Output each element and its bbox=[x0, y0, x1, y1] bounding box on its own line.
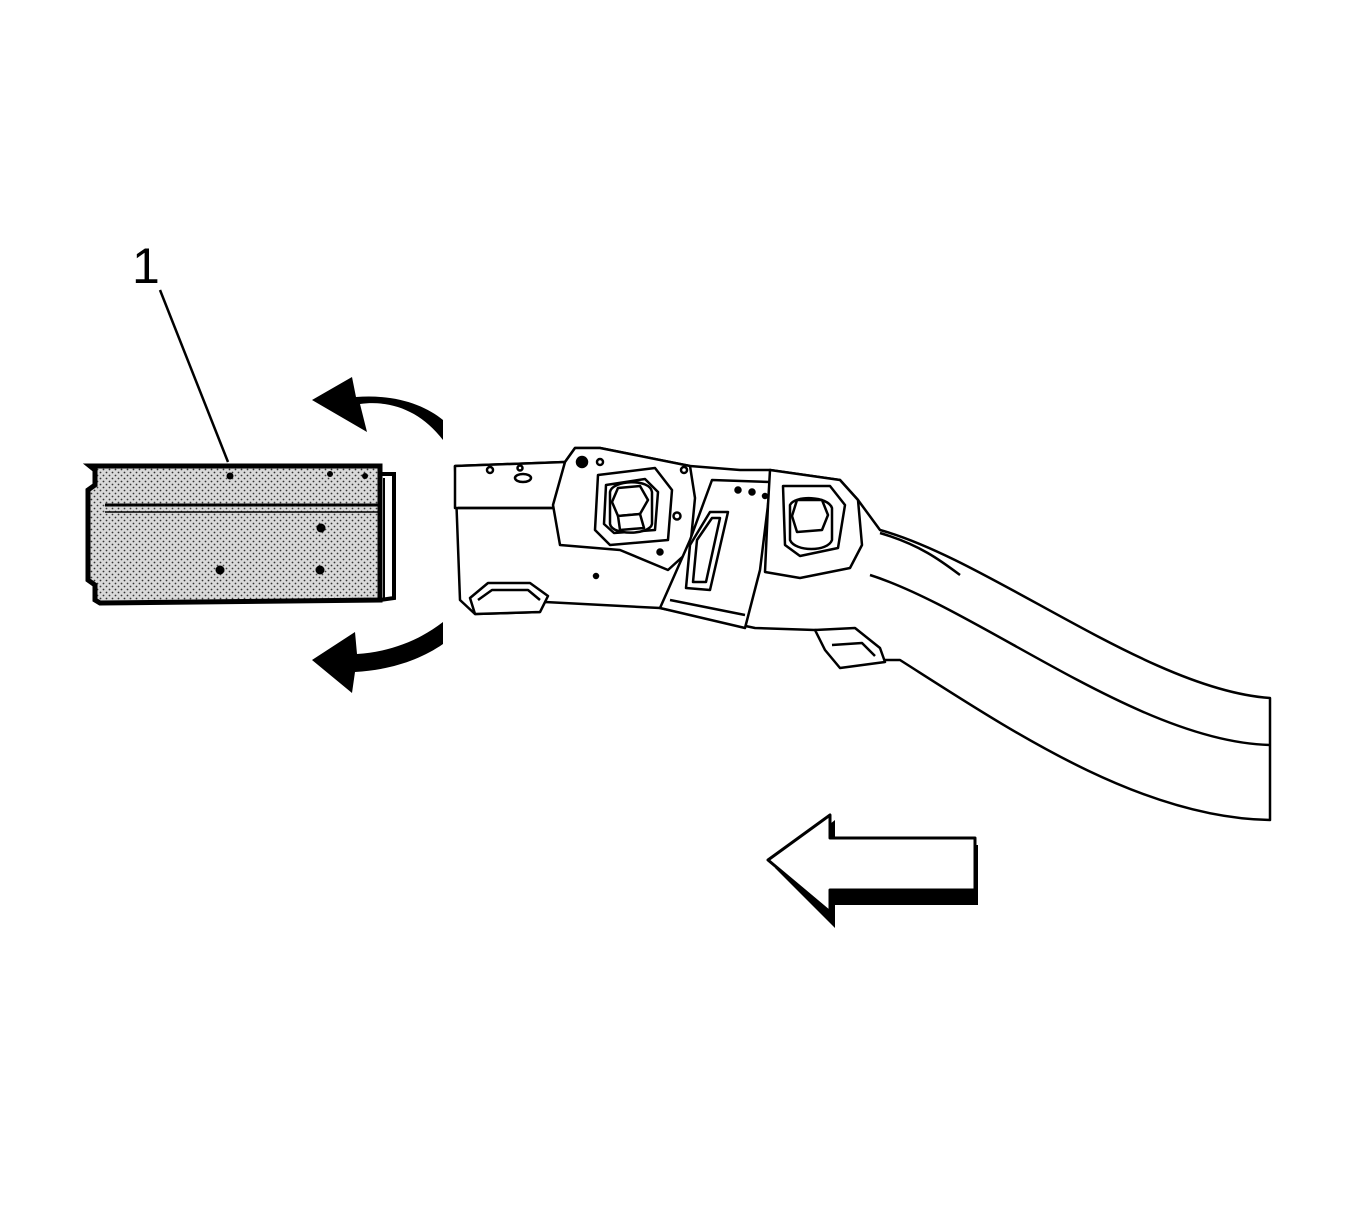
direction-arrow-icon bbox=[766, 813, 978, 928]
curved-arrow-icon-top bbox=[312, 377, 443, 440]
callout-1-label: 1 bbox=[132, 238, 160, 294]
insert-part bbox=[82, 463, 396, 606]
frame-rail bbox=[453, 446, 1272, 822]
curved-arrow-icon-bottom bbox=[312, 622, 443, 693]
callout-1-leader bbox=[158, 289, 230, 463]
